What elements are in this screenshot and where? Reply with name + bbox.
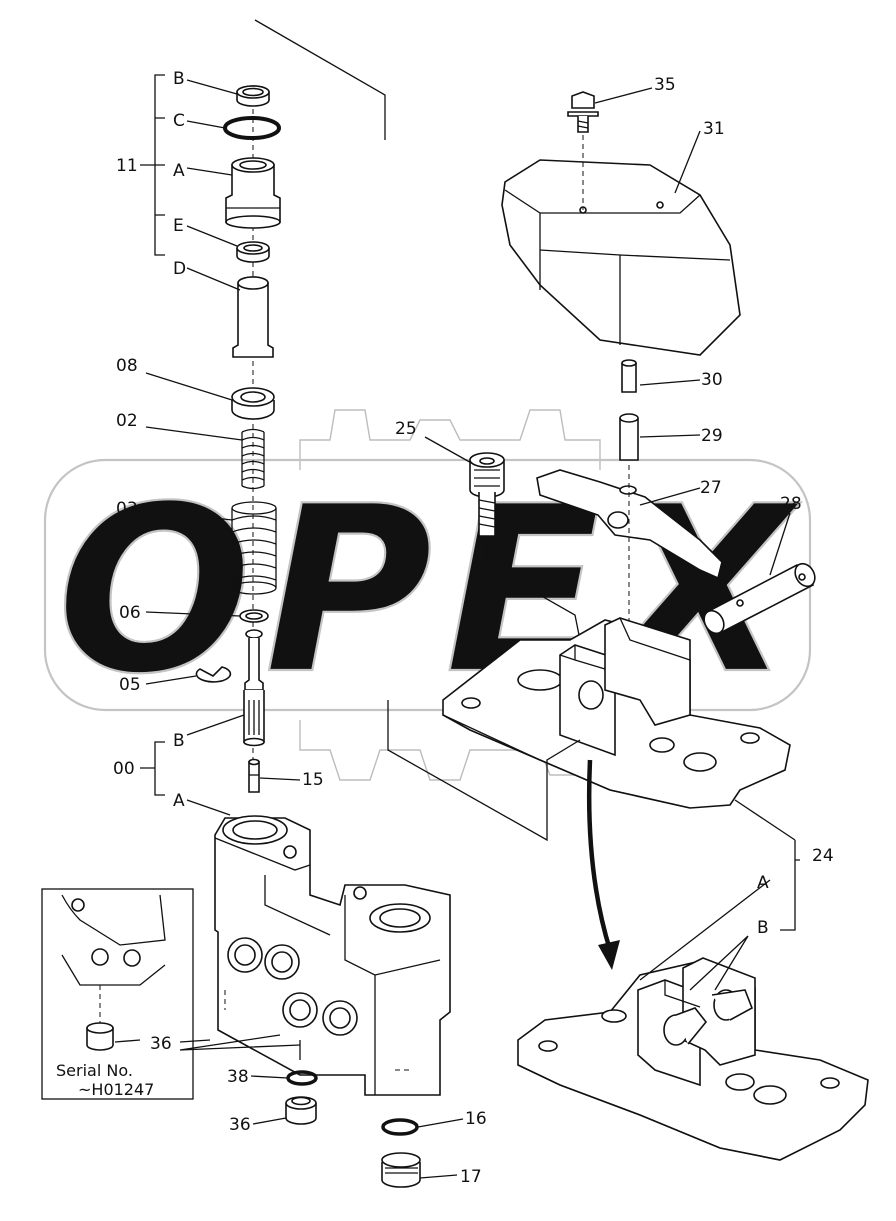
label-16: 16 xyxy=(465,1109,487,1129)
part-31-cover xyxy=(501,159,741,356)
label-a-top: A xyxy=(173,161,185,181)
part-a-bushing xyxy=(225,157,281,229)
label-b-top: B xyxy=(173,69,185,89)
label-36-inset: 36 xyxy=(150,1034,172,1054)
label-03: 03 xyxy=(116,499,138,519)
serial-label: Serial No. xyxy=(56,1061,133,1080)
bracket-24 xyxy=(639,799,800,981)
part-17-plug xyxy=(381,1152,421,1188)
label-36: 36 xyxy=(229,1115,251,1135)
label-a-right: A xyxy=(757,873,769,893)
label-group-00: 00 xyxy=(113,759,135,779)
watermark-gear xyxy=(299,409,601,781)
part-d-plunger xyxy=(232,276,274,358)
part-24-bracket xyxy=(442,617,791,809)
label-17: 17 xyxy=(460,1167,482,1187)
serial-value: ~H01247 xyxy=(78,1080,154,1099)
watermark-text: OPEX xyxy=(57,458,804,725)
leader-25 xyxy=(486,540,581,641)
part-08-seat xyxy=(231,387,275,420)
part-28-pin xyxy=(703,562,816,635)
part-b-pin-detail xyxy=(663,989,754,1046)
part-36-plug xyxy=(285,1096,317,1125)
label-28: 28 xyxy=(780,494,802,514)
label-35: 35 xyxy=(654,75,676,95)
label-e: E xyxy=(173,216,184,236)
label-c: C xyxy=(173,111,185,131)
label-05: 05 xyxy=(119,675,141,695)
part-24-bracket-detail xyxy=(517,957,869,1161)
transition-arrow xyxy=(586,759,613,951)
label-30: 30 xyxy=(701,370,723,390)
label-31: 31 xyxy=(703,119,725,139)
label-08: 08 xyxy=(116,356,138,376)
label-24: 24 xyxy=(812,846,834,866)
label-38: 38 xyxy=(227,1067,249,1087)
part-e-ring xyxy=(236,241,270,263)
part-25-bolt xyxy=(469,452,505,537)
part-05-circlip xyxy=(195,666,232,683)
part-16-oring xyxy=(381,1118,419,1136)
leader-lines xyxy=(114,79,791,1179)
part-00b-spool xyxy=(243,629,265,747)
label-25: 25 xyxy=(395,419,417,439)
label-06: 06 xyxy=(119,603,141,623)
leader-b-right xyxy=(689,935,749,991)
leader-axis-body xyxy=(387,700,581,842)
part-29-pin xyxy=(619,413,639,461)
center-axis-left xyxy=(254,19,386,140)
part-02-spring xyxy=(241,428,265,490)
label-b-mid: B xyxy=(173,731,185,751)
bracket-00 xyxy=(140,741,165,796)
inset-leader xyxy=(179,1034,301,1051)
label-02: 02 xyxy=(116,411,138,431)
label-27: 27 xyxy=(700,478,722,498)
label-b-right: B xyxy=(757,918,769,938)
label-group-11: 11 xyxy=(116,156,138,176)
bracket-11 xyxy=(140,74,165,256)
part-03-spring xyxy=(231,501,277,595)
part-06-washer xyxy=(239,609,269,623)
label-d: D xyxy=(173,259,186,279)
part-35-bolt xyxy=(567,91,599,133)
label-a-mid: A xyxy=(173,791,185,811)
part-15-pin xyxy=(248,758,260,793)
part-30-pin xyxy=(621,359,637,393)
part-c-oring xyxy=(223,116,281,140)
transition-arrowhead xyxy=(598,940,620,970)
callout-labels: 11 B C A E D 08 02 03 06 05 00 B A 15 35… xyxy=(113,69,834,1187)
part-b-seal xyxy=(236,85,270,107)
label-29: 29 xyxy=(701,426,723,446)
label-15: 15 xyxy=(302,770,324,790)
valve-body xyxy=(214,815,451,1096)
inset-part-36-plug xyxy=(86,1022,114,1051)
inset-box: Serial No. ~H01247 xyxy=(41,888,194,1100)
